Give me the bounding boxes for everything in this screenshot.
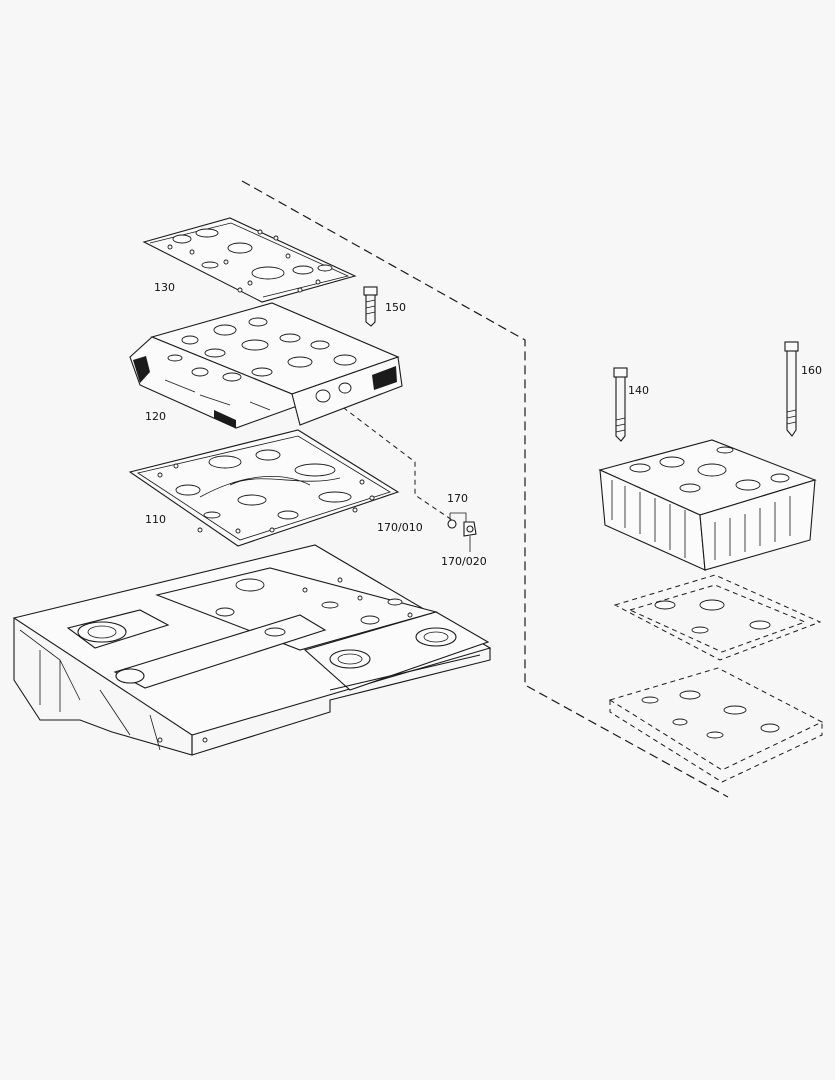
part-140-bolt[interactable]: [613, 367, 628, 442]
part-170-fitting[interactable]: [447, 512, 477, 552]
valve-body-gasket: [613, 574, 822, 661]
callout-130: 130: [154, 281, 175, 294]
valve-body-assembly: [598, 439, 817, 571]
part-120-valve-plate[interactable]: [129, 302, 403, 429]
callout-110: 110: [145, 513, 166, 526]
callout-150: 150: [385, 301, 406, 314]
callout-160: 160: [801, 364, 822, 377]
assembly-dashed-outline: [241, 180, 729, 798]
callout-170-010: 170/010: [377, 521, 423, 534]
callout-120: 120: [145, 410, 166, 423]
part-130-gasket-plate[interactable]: [142, 217, 357, 303]
callout-170-020: 170/020: [441, 555, 487, 568]
transmission-housing-base: [12, 544, 492, 756]
valve-body-lower-plate: [608, 667, 824, 783]
callout-labels: 130 150 120 110 170 170/010 170/020 140 …: [145, 281, 822, 568]
callout-170: 170: [447, 492, 468, 505]
part-150-screw[interactable]: [363, 286, 378, 327]
part-110-gasket-plate[interactable]: [128, 429, 400, 547]
callout-140: 140: [628, 384, 649, 397]
part-160-bolt[interactable]: [784, 341, 799, 437]
